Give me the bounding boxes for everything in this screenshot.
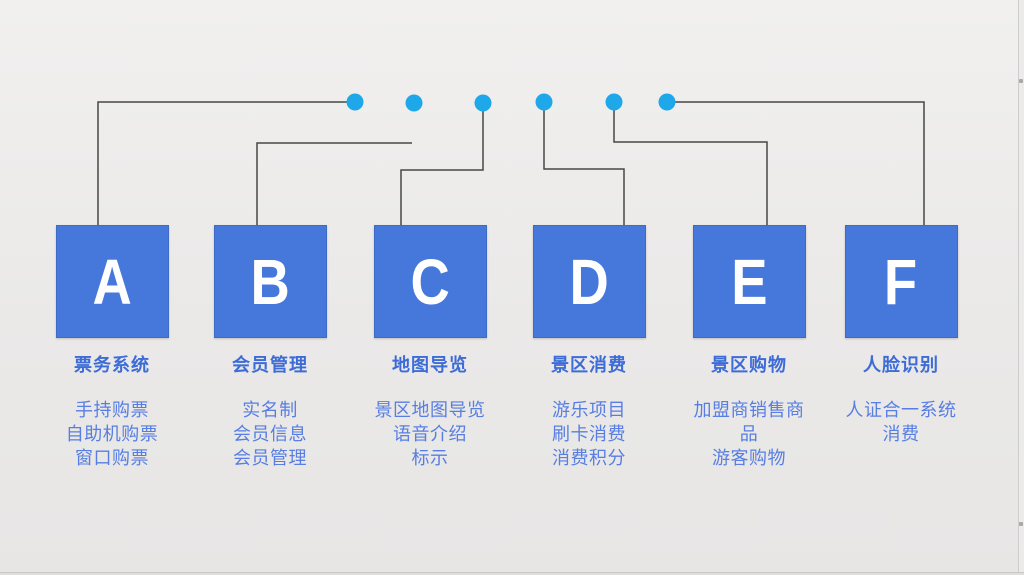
letter-b: B	[250, 245, 290, 318]
letter-box-e: E	[692, 225, 806, 338]
feature-body-c: 景区地图导览 语音介绍 标示	[355, 398, 505, 470]
body-line: 景区地图导览	[374, 400, 486, 420]
body-line: 游乐项目	[552, 400, 626, 420]
slide-right-edge	[1018, 0, 1024, 572]
letter-box-f: F	[844, 225, 958, 338]
letter-a: A	[92, 245, 132, 318]
body-line: 刷卡消费	[552, 424, 626, 444]
feature-column-e: E 景区购物 加盟商销售商 品 游客购物	[674, 225, 824, 470]
slide-bottom-edge	[0, 572, 1024, 575]
body-line: 实名制	[242, 400, 298, 420]
connector-line-b	[256, 142, 412, 225]
body-line: 标示	[411, 448, 449, 468]
feature-heading-f: 人脸识别	[863, 355, 939, 375]
letter-c: C	[410, 245, 450, 318]
body-line: 会员信息	[233, 424, 307, 444]
connector-line-f	[667, 101, 925, 225]
feature-column-f: F 人脸识别 人证合一系统 消费	[826, 225, 976, 446]
body-line: 游客购物	[712, 448, 786, 468]
connector-dot-1	[346, 93, 364, 111]
connector-dot-2	[405, 94, 423, 112]
letter-e: E	[730, 245, 768, 318]
body-line: 会员管理	[233, 448, 307, 468]
connector-line-d	[543, 102, 625, 226]
edge-mark-bottom	[1019, 522, 1023, 526]
body-line: 消费积分	[552, 448, 626, 468]
letter-f: F	[884, 245, 918, 318]
feature-body-e: 加盟商销售商 品 游客购物	[674, 398, 824, 470]
connector-line-c	[400, 103, 484, 226]
feature-heading-e: 景区购物	[711, 355, 787, 375]
feature-column-b: B 会员管理 实名制 会员信息 会员管理	[195, 225, 345, 470]
feature-column-a: A 票务系统 手持购票 自助机购票 窗口购票	[37, 225, 187, 470]
feature-body-b: 实名制 会员信息 会员管理	[195, 398, 345, 470]
feature-body-d: 游乐项目 刷卡消费 消费积分	[514, 398, 664, 470]
feature-heading-d: 景区消费	[551, 355, 627, 375]
letter-box-d: D	[532, 225, 646, 338]
letter-box-c: C	[373, 225, 487, 338]
body-line: 自助机购票	[65, 424, 159, 444]
feature-heading-a: 票务系统	[74, 355, 150, 375]
connector-dot-3	[474, 94, 492, 112]
connector-dot-4	[535, 93, 553, 111]
letter-box-b: B	[213, 225, 327, 338]
edge-mark-top	[1019, 79, 1023, 83]
letter-box-a: A	[55, 225, 169, 338]
feature-body-f: 人证合一系统 消费	[826, 398, 976, 446]
feature-body-a: 手持购票 自助机购票 窗口购票	[37, 398, 187, 470]
body-line: 加盟商销售商	[693, 400, 805, 420]
body-line: 消费	[882, 424, 920, 444]
feature-heading-c: 地图导览	[392, 355, 468, 375]
feature-column-c: C 地图导览 景区地图导览 语音介绍 标示	[355, 225, 505, 470]
body-line: 人证合一系统	[845, 400, 957, 420]
letter-d: D	[569, 245, 609, 318]
connector-line-e	[613, 102, 768, 226]
connector-line-a	[97, 101, 355, 225]
body-line: 语音介绍	[393, 424, 467, 444]
body-line: 手持购票	[75, 400, 149, 420]
feature-column-d: D 景区消费 游乐项目 刷卡消费 消费积分	[514, 225, 664, 470]
body-line: 窗口购票	[75, 448, 149, 468]
body-line: 品	[739, 424, 759, 444]
connector-dot-5	[605, 93, 623, 111]
connector-dot-6	[658, 93, 676, 111]
feature-heading-b: 会员管理	[232, 355, 308, 375]
